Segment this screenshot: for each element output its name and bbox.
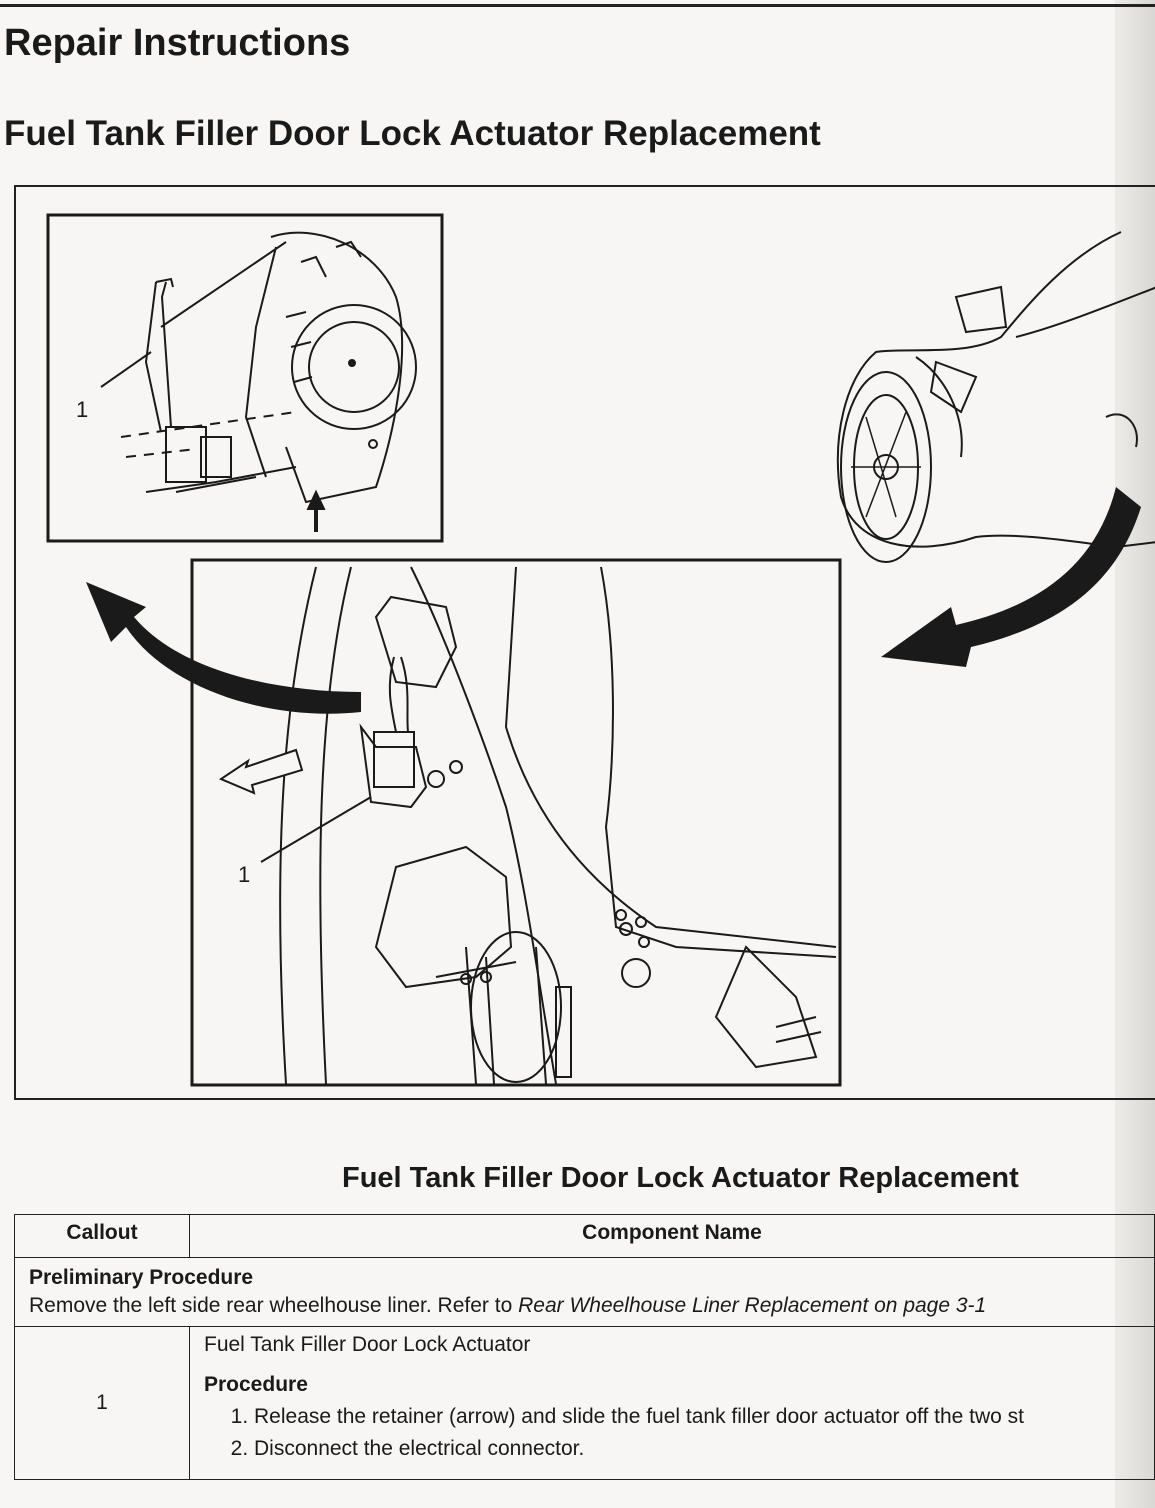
procedure-steps: Release the retainer (arrow) and slide t…: [204, 1405, 1142, 1461]
inset-callout-label: 1: [76, 397, 88, 422]
preliminary-label: Preliminary Procedure: [29, 1266, 254, 1289]
table-header-row: Callout Component Name: [14, 1214, 1155, 1258]
procedure-step: Release the retainer (arrow) and slide t…: [254, 1405, 1142, 1429]
preliminary-text: Remove the left side rear wheelhouse lin…: [29, 1294, 519, 1317]
component-name: Fuel Tank Filler Door Lock Actuator: [204, 1333, 531, 1356]
page-title: Fuel Tank Filler Door Lock Actuator Repl…: [4, 114, 821, 153]
arrow-to-inset: [86, 582, 361, 714]
actuator-illustration: 1 1: [46, 213, 1155, 1087]
col-component-header: Component Name: [189, 1214, 1155, 1258]
preliminary-row: Preliminary Procedure Remove the left si…: [14, 1257, 1155, 1327]
procedure-label: Procedure: [204, 1373, 308, 1396]
preliminary-reference: Rear Wheelhouse Liner Replacement on pag…: [518, 1294, 987, 1317]
header-rule: [0, 4, 1155, 7]
illustration-frame: 1 1: [14, 185, 1155, 1100]
main-callout-label: 1: [238, 862, 250, 887]
vehicle-rear-view: [836, 231, 1155, 549]
table-title: Fuel Tank Filler Door Lock Actuator Repl…: [342, 1162, 1019, 1194]
inset-actuator-detail: [46, 213, 444, 543]
arrow-from-vehicle: [881, 487, 1141, 667]
procedure-step: Disconnect the electrical connector.: [254, 1437, 1142, 1461]
row-callout: 1: [14, 1326, 190, 1480]
table-row: 1 Fuel Tank Filler Door Lock Actuator Pr…: [14, 1326, 1155, 1480]
main-view-frame: [190, 558, 842, 1087]
callout-table: Callout Component Name Preliminary Proce…: [14, 1214, 1155, 1480]
section-title: Repair Instructions: [4, 22, 351, 64]
col-callout-header: Callout: [14, 1214, 190, 1258]
